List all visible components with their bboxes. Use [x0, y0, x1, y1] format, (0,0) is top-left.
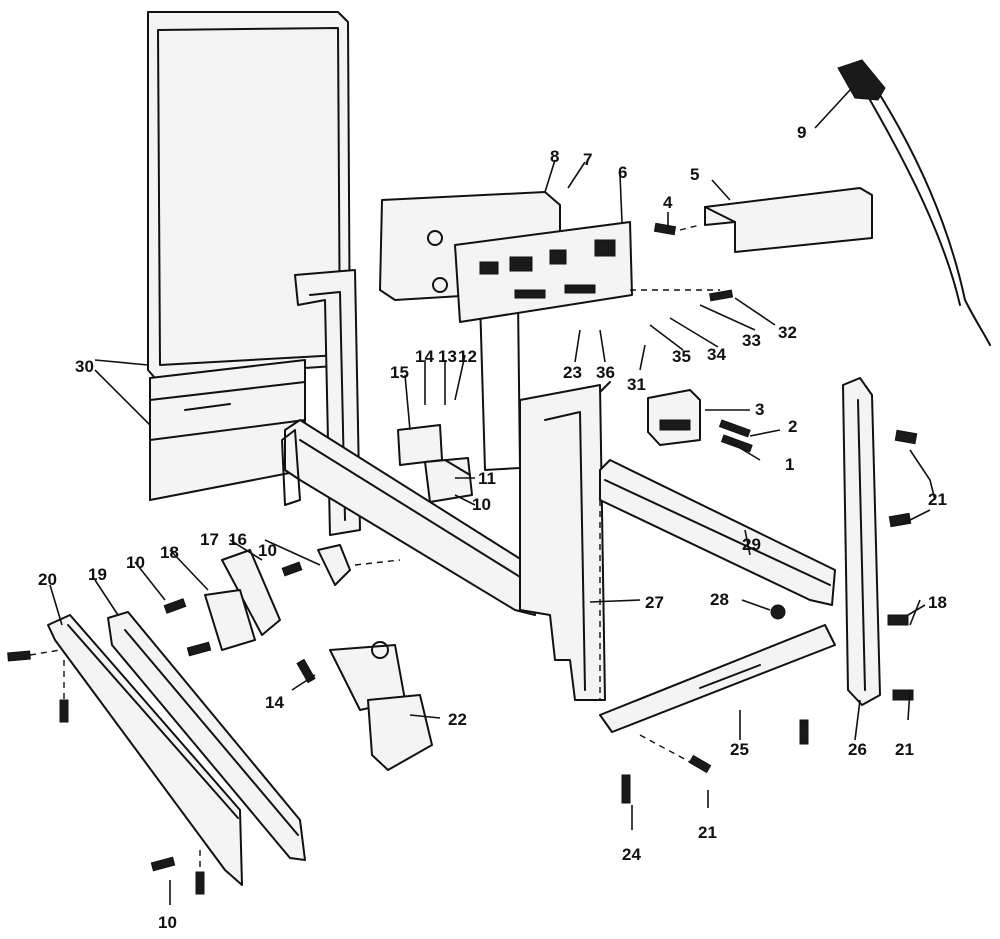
front-cross-member: [281, 419, 536, 616]
callout-23: 23: [563, 363, 582, 382]
callout-21-c: 21: [698, 823, 717, 842]
callout-32: 32: [778, 323, 797, 342]
callout-25: 25: [730, 740, 749, 759]
left-rail-19: [107, 611, 306, 861]
callout-29: 29: [742, 535, 761, 554]
callout-4: 4: [663, 193, 673, 212]
cover-bracket-5: [704, 187, 873, 253]
side-rail-29: [599, 459, 836, 606]
callout-1: 1: [785, 455, 794, 474]
callout-13: 13: [438, 347, 457, 366]
callout-19: 19: [88, 565, 107, 584]
callout-8: 8: [550, 147, 559, 166]
callout-15: 15: [390, 363, 409, 382]
callout-12: 12: [458, 347, 477, 366]
circuit-board-6: [454, 221, 633, 323]
switch-3: [647, 389, 701, 446]
vertical-rail-26: [842, 377, 881, 706]
callout-16: 16: [228, 530, 247, 549]
callout-3: 3: [755, 400, 764, 419]
callout-9: 9: [797, 123, 806, 142]
callout-5: 5: [690, 165, 699, 184]
callout-24: 24: [622, 845, 641, 864]
callout-7: 7: [583, 150, 592, 169]
callout-10-b: 10: [258, 541, 277, 560]
bracket-16: [317, 544, 351, 586]
callout-14-b: 14: [265, 693, 284, 712]
callout-31: 31: [627, 375, 646, 394]
power-cord-9: [837, 59, 991, 346]
callout-35: 35: [672, 347, 691, 366]
callout-10-c: 10: [472, 495, 491, 514]
callout-18-b: 18: [928, 593, 947, 612]
transformer-11: [397, 424, 473, 503]
callout-21-b: 21: [895, 740, 914, 759]
callout-22: 22: [448, 710, 467, 729]
callout-21-a: 21: [928, 490, 947, 509]
callout-10-d: 10: [158, 913, 177, 932]
fasteners: [7, 222, 918, 895]
callout-36: 36: [596, 363, 615, 382]
plate-17: [221, 549, 281, 636]
bottom-rail-25: [599, 624, 836, 733]
callout-6: 6: [618, 163, 627, 182]
valve-22: [329, 641, 433, 771]
callout-33: 33: [742, 331, 761, 350]
callout-17: 17: [200, 530, 219, 549]
callout-2: 2: [788, 417, 797, 436]
callout-28: 28: [710, 590, 729, 609]
callout-14-a: 14: [415, 347, 434, 366]
clamp-18: [204, 589, 256, 651]
door-panel-30: [147, 11, 351, 501]
left-rail-20: [47, 614, 243, 886]
callout-34: 34: [707, 345, 726, 364]
callout-10-a: 10: [126, 553, 145, 572]
callout-18-a: 18: [160, 543, 179, 562]
alignment-lines: [29, 224, 720, 870]
callout-30: 30: [75, 357, 94, 376]
callout-labels: 1 2 3 4 5 6 7 8 9 10 10 10 10 11 12 13 1…: [38, 123, 947, 932]
leader-lines: [49, 89, 936, 905]
callout-26: 26: [848, 740, 867, 759]
right-side-frame-27: [519, 381, 611, 701]
callout-27: 27: [645, 593, 664, 612]
callout-20: 20: [38, 570, 57, 589]
callout-11: 11: [478, 469, 496, 488]
